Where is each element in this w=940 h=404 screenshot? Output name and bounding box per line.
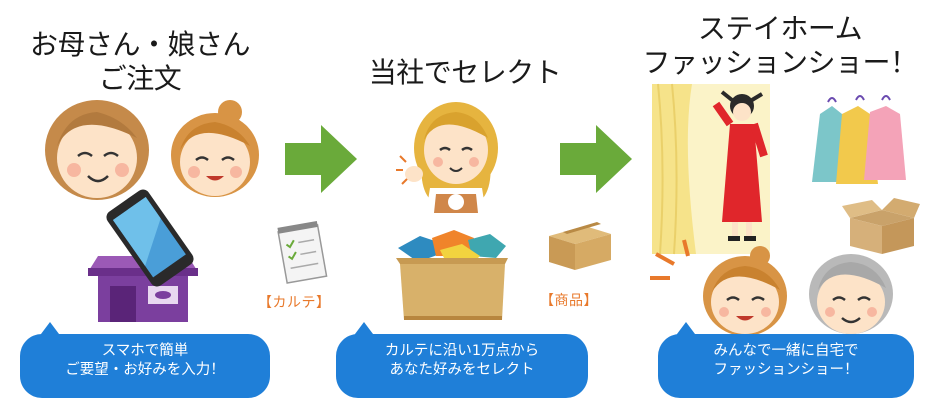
arrow-icon bbox=[285, 125, 357, 193]
mother-face-icon bbox=[45, 100, 149, 200]
step3-title-line1: ステイホーム bbox=[697, 12, 863, 45]
karte-label: 【カルテ】 bbox=[258, 295, 331, 311]
product-label: 【商品】 bbox=[540, 293, 598, 309]
step1-bubble-line2: ご要望・お好みを入力！ bbox=[65, 362, 225, 378]
step2-bubble-line2: あなた好みをセレクト bbox=[389, 362, 535, 378]
grandma-face-icon bbox=[809, 254, 893, 334]
arrow-icon-2 bbox=[560, 125, 632, 193]
step2-bubble: カルテに沿い1万点から あなた好みをセレクト bbox=[336, 334, 588, 398]
step3-title-line2: ファッションショー！ bbox=[642, 46, 918, 79]
step3-bubble-line2: ファッションショー！ bbox=[713, 362, 859, 378]
spark-lines-icon bbox=[650, 239, 690, 280]
step3-bubble: みんなで一緒に自宅で ファッションショー！ bbox=[658, 334, 914, 398]
staff-woman-icon bbox=[396, 102, 498, 213]
step3-title: ステイホーム ファッションショー！ bbox=[630, 12, 930, 80]
clipboard-icon bbox=[277, 220, 328, 284]
step1-title-line1: お母さん・娘さん bbox=[29, 28, 251, 61]
step1-bubble-line1: スマホで簡単 bbox=[101, 343, 189, 359]
dress-rack-icon bbox=[812, 95, 906, 184]
step3-bubble-line1: みんなで一緒に自宅で bbox=[713, 343, 859, 359]
store-icon bbox=[88, 256, 198, 322]
step2-title: 当社でセレクト bbox=[350, 56, 580, 90]
smartphone-icon bbox=[106, 189, 194, 287]
daughter-face-icon bbox=[171, 100, 259, 197]
step1-bubble: スマホで簡単 ご要望・お好みを入力！ bbox=[20, 334, 270, 398]
step1-title-line2: ご注文 bbox=[98, 62, 182, 95]
step2-title-line1: 当社でセレクト bbox=[368, 56, 562, 89]
step2-bubble-line1: カルテに沿い1万点から bbox=[384, 343, 540, 359]
open-box-icon bbox=[842, 198, 920, 254]
clothes-box-icon bbox=[396, 230, 508, 320]
girl-face-icon bbox=[703, 246, 787, 336]
parcel-icon bbox=[549, 222, 611, 270]
step1-title: お母さん・娘さん ご注文 bbox=[20, 28, 260, 96]
model-woman-icon bbox=[712, 90, 768, 241]
